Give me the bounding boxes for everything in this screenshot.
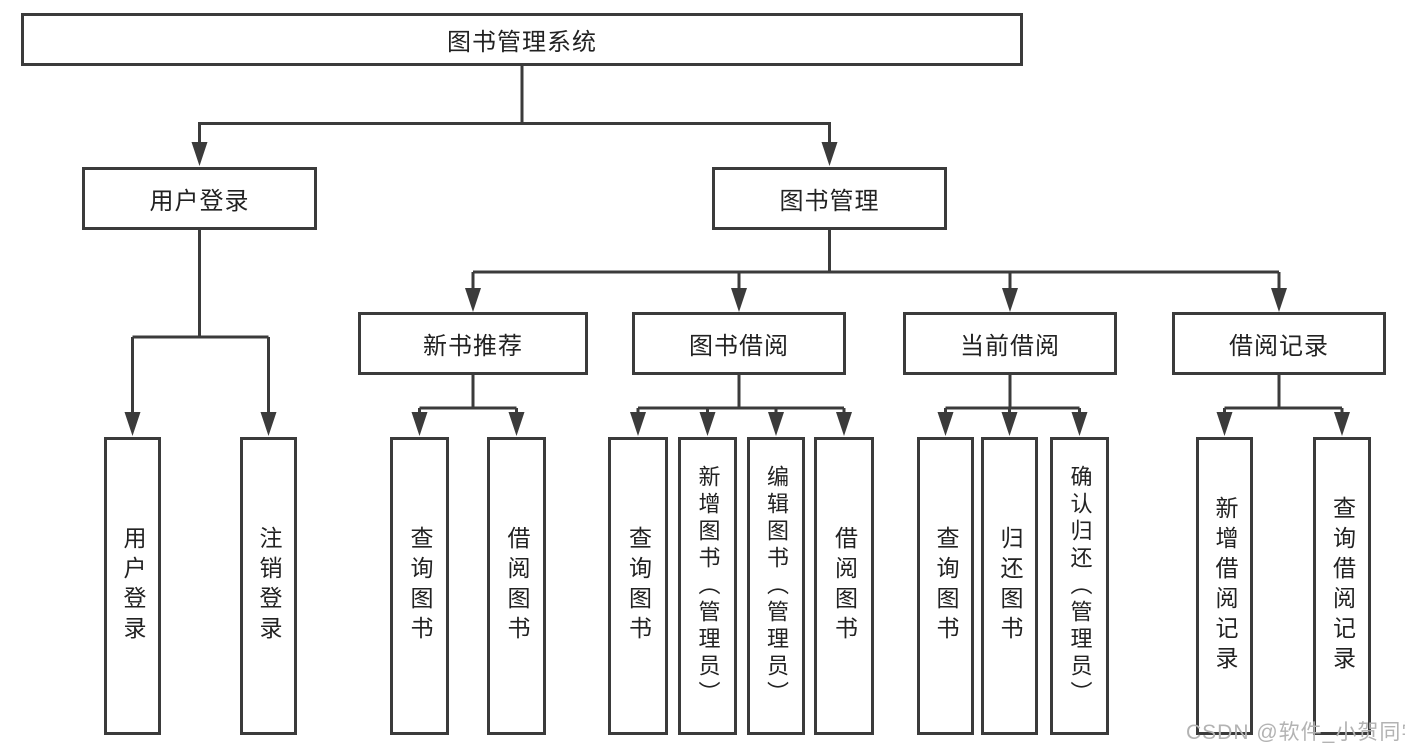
node-new-book-recommend: 新书推荐 [358, 312, 588, 375]
connector-book-to-level3 [465, 230, 1287, 312]
connector-user-to-leaves [124, 230, 277, 436]
leaf-label: 用户登录 [120, 526, 146, 646]
leaf-borrow-edit-books-admin: 编辑图书（管理员） [747, 437, 805, 735]
leaf-label: 确认归还（管理员） [1067, 464, 1093, 708]
node-root-library-system: 图书管理系统 [21, 13, 1023, 66]
node-label: 图书管理系统 [447, 29, 597, 56]
connector-root-to-level2 [191, 66, 838, 166]
connector-current-to-leaves [937, 375, 1088, 436]
leaf-newbook-query-books: 查询图书 [390, 437, 449, 735]
node-book-borrowing: 图书借阅 [632, 312, 846, 375]
leaf-user-login: 用户登录 [104, 437, 161, 735]
watermark: CSDN @软件_小贺同学 [1186, 721, 1405, 744]
leaf-records-add-record: 新增借阅记录 [1196, 437, 1253, 735]
leaf-label: 借阅图书 [504, 526, 530, 646]
leaf-label: 查询图书 [625, 526, 652, 646]
leaf-logout: 注销登录 [240, 437, 297, 735]
leaf-label: 注销登录 [256, 526, 282, 646]
node-user-login: 用户登录 [82, 167, 317, 230]
leaf-label: 查询图书 [933, 526, 959, 646]
leaf-borrow-query-books: 查询图书 [608, 437, 668, 735]
leaf-label: 查询图书 [407, 526, 433, 646]
leaf-current-return-books: 归还图书 [981, 437, 1038, 735]
node-book-management: 图书管理 [712, 167, 947, 230]
node-label: 当前借阅 [960, 333, 1060, 360]
node-borrowing-records: 借阅记录 [1172, 312, 1386, 375]
leaf-label: 借阅图书 [831, 526, 858, 646]
leaf-records-query-record: 查询借阅记录 [1313, 437, 1371, 735]
connector-records-to-leaves [1216, 375, 1350, 436]
leaf-borrow-add-books-admin: 新增图书（管理员） [678, 437, 737, 735]
leaf-label: 归还图书 [997, 526, 1023, 646]
node-label: 借阅记录 [1229, 333, 1329, 360]
connector-newbook-to-leaves [411, 375, 525, 436]
leaf-label: 新增图书（管理员） [695, 464, 721, 708]
connector-borrow-to-leaves [630, 375, 852, 436]
node-label: 用户登录 [149, 188, 250, 215]
leaf-label: 新增借阅记录 [1212, 496, 1238, 676]
leaf-newbook-borrow-books: 借阅图书 [487, 437, 546, 735]
leaf-label: 编辑图书（管理员） [764, 464, 789, 708]
leaf-borrow-borrow-books: 借阅图书 [814, 437, 874, 735]
node-label: 新书推荐 [423, 333, 523, 360]
leaf-current-query-books: 查询图书 [917, 437, 974, 735]
node-current-borrowing: 当前借阅 [903, 312, 1117, 375]
node-label: 图书借阅 [689, 333, 789, 360]
node-label: 图书管理 [779, 188, 880, 215]
leaf-label: 查询借阅记录 [1329, 496, 1356, 676]
leaf-current-confirm-return-admin: 确认归还（管理员） [1050, 437, 1109, 735]
